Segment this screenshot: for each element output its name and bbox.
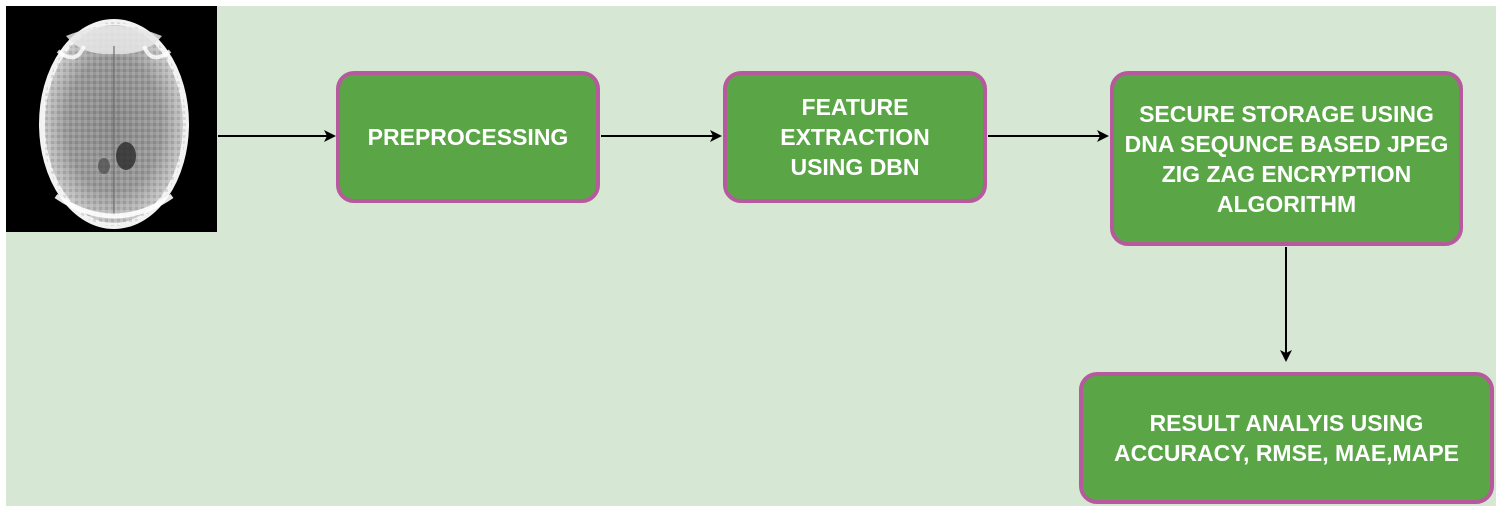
feature-extraction-node: FEATURE EXTRACTION USING DBN	[723, 71, 987, 203]
result-analysis-label: RESULT ANALYIS USING ACCURACY, RMSE, MAE…	[1113, 410, 1460, 466]
feature-extraction-label: FEATURE EXTRACTION USING DBN	[780, 94, 930, 180]
brain-mri-icon	[39, 19, 189, 229]
secure-storage-label: SECURE STORAGE USING DNA SEQUNCE BASED J…	[1124, 100, 1449, 217]
preprocessing-label: PREPROCESSING	[367, 124, 569, 150]
result-analysis-node: RESULT ANALYIS USING ACCURACY, RMSE, MAE…	[1079, 372, 1494, 504]
preprocessing-node: PREPROCESSING	[336, 71, 600, 203]
brain-mri-image	[6, 6, 217, 232]
secure-storage-node: SECURE STORAGE USING DNA SEQUNCE BASED J…	[1110, 71, 1463, 246]
